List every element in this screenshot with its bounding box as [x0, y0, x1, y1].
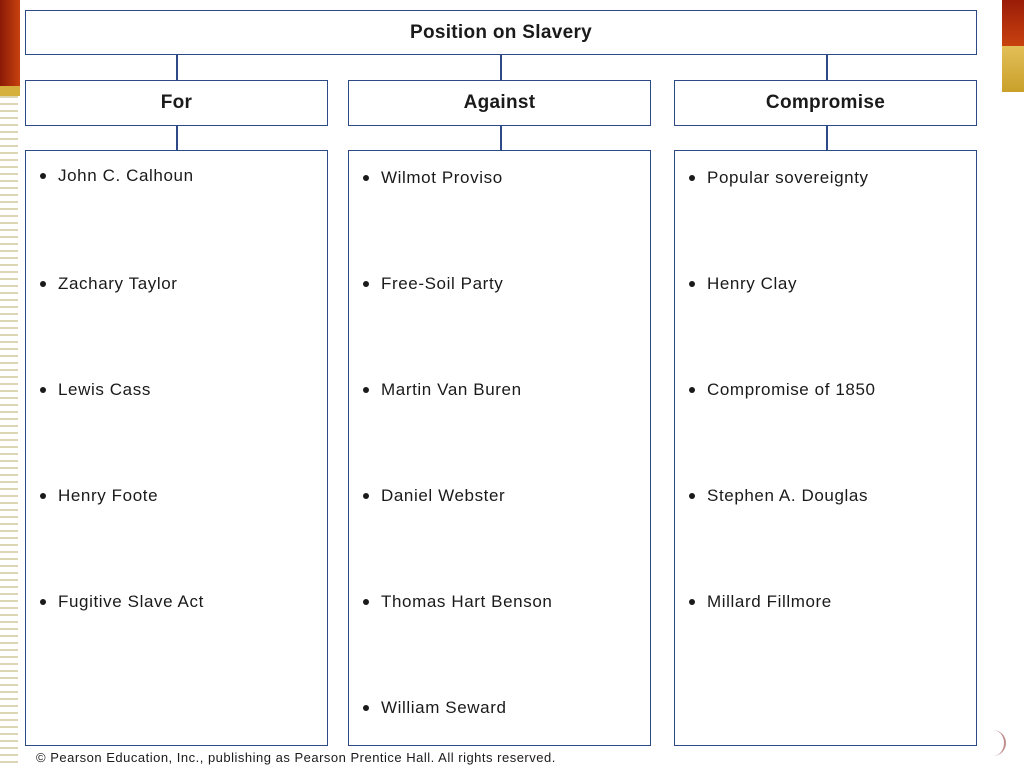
list-item-label: Millard Fillmore	[707, 592, 832, 611]
list-item: Henry Clay	[689, 274, 797, 294]
bullet-icon	[363, 705, 369, 711]
list-item: Millard Fillmore	[689, 592, 832, 612]
list-item: Lewis Cass	[40, 380, 151, 400]
bullet-icon	[689, 281, 695, 287]
left-red-accent	[0, 0, 20, 86]
diagram-title: Position on Slavery	[409, 21, 593, 43]
list-item-label: Henry Foote	[58, 486, 159, 505]
list-item: Popular sovereignty	[689, 168, 869, 188]
list-item-label: Compromise of 1850	[707, 380, 876, 399]
list-item: Zachary Taylor	[40, 274, 178, 294]
bullet-icon	[689, 387, 695, 393]
list-for: John C. Calhoun Zachary Taylor Lewis Cas…	[25, 150, 328, 746]
list-item: Compromise of 1850	[689, 380, 876, 400]
list-item-label: Thomas Hart Benson	[381, 592, 553, 611]
connector-title-for	[176, 55, 178, 80]
list-item-label: Lewis Cass	[58, 380, 151, 399]
connector-title-compromise	[826, 55, 828, 80]
list-item: Stephen A. Douglas	[689, 486, 868, 506]
connector-title-against	[500, 55, 502, 80]
connector-compromise-list	[826, 126, 828, 150]
list-compromise: Popular sovereignty Henry Clay Compromis…	[674, 150, 977, 746]
list-item-label: Fugitive Slave Act	[58, 592, 204, 611]
list-item-label: Zachary Taylor	[58, 274, 178, 293]
list-item: Henry Foote	[40, 486, 158, 506]
list-against: Wilmot Proviso Free-Soil Party Martin Va…	[348, 150, 651, 746]
column-heading-compromise: Compromise	[765, 92, 886, 113]
bullet-icon	[363, 599, 369, 605]
column-heading-against: Against	[463, 92, 536, 113]
list-item: John C. Calhoun	[40, 166, 194, 186]
bullet-icon	[40, 173, 46, 179]
list-item: Wilmot Proviso	[363, 168, 503, 188]
list-item: William Seward	[363, 698, 507, 718]
right-red-accent	[1002, 0, 1024, 46]
bullet-icon	[363, 175, 369, 181]
list-item: Daniel Webster	[363, 486, 505, 506]
diagram-title-box: Position on Slavery	[25, 10, 977, 55]
right-arc-decoration	[988, 730, 1006, 756]
list-item-label: Wilmot Proviso	[381, 168, 503, 187]
list-item: Thomas Hart Benson	[363, 592, 552, 612]
list-item-label: Popular sovereignty	[707, 168, 869, 187]
list-item: Fugitive Slave Act	[40, 592, 204, 612]
left-gold-accent	[0, 86, 20, 96]
list-item-label: William Seward	[381, 698, 507, 717]
column-heading-for-box: For	[25, 80, 328, 126]
bullet-icon	[40, 599, 46, 605]
list-item: Free-Soil Party	[363, 274, 503, 294]
column-heading-for: For	[160, 92, 193, 113]
connector-for-list	[176, 126, 178, 150]
right-gold-accent	[1002, 46, 1024, 92]
bullet-icon	[363, 493, 369, 499]
bullet-icon	[40, 387, 46, 393]
copyright-footer: © Pearson Education, Inc., publishing as…	[36, 750, 556, 765]
bullet-icon	[689, 493, 695, 499]
list-item-label: Free-Soil Party	[381, 274, 504, 293]
bullet-icon	[40, 281, 46, 287]
list-item-label: Martin Van Buren	[381, 380, 522, 399]
list-item-label: Stephen A. Douglas	[707, 486, 869, 505]
bullet-icon	[40, 493, 46, 499]
list-item: Martin Van Buren	[363, 380, 522, 400]
bullet-icon	[363, 387, 369, 393]
connector-against-list	[500, 126, 502, 150]
bullet-icon	[689, 599, 695, 605]
column-heading-compromise-box: Compromise	[674, 80, 977, 126]
bullet-icon	[689, 175, 695, 181]
list-item-label: John C. Calhoun	[58, 166, 194, 185]
list-item-label: Daniel Webster	[381, 486, 506, 505]
list-item-label: Henry Clay	[707, 274, 798, 293]
column-heading-against-box: Against	[348, 80, 651, 126]
left-stripe-border	[0, 0, 18, 768]
bullet-icon	[363, 281, 369, 287]
